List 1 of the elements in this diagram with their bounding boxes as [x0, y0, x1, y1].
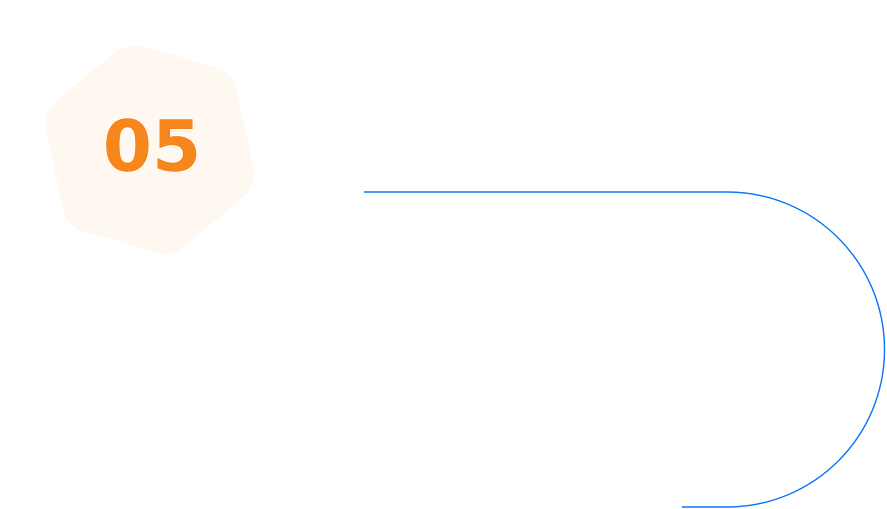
- hexagon-badge: 05: [46, 45, 254, 254]
